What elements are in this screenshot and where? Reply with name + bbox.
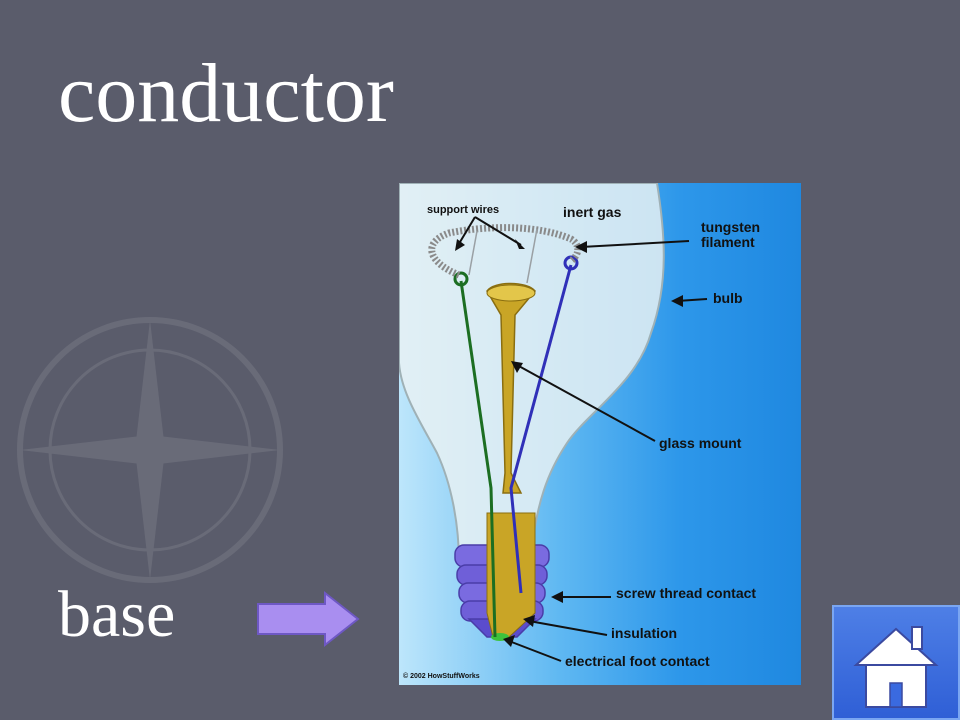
home-button[interactable] <box>832 605 960 720</box>
right-arrow-icon[interactable] <box>255 590 361 648</box>
label-electrical-foot-contact: electrical foot contact <box>565 653 710 669</box>
copyright-text: © 2002 HowStuffWorks <box>403 673 480 680</box>
label-bulb: bulb <box>713 290 743 306</box>
label-screw-thread-contact: screw thread contact <box>616 585 757 601</box>
slide-title: conductor <box>58 47 394 140</box>
home-icon <box>853 626 939 708</box>
label-glass-mount: glass mount <box>659 435 742 451</box>
answer-text: base <box>58 578 176 651</box>
compass-watermark-icon <box>17 317 283 583</box>
label-filament: filament <box>701 234 755 250</box>
label-tungsten: tungsten <box>701 219 761 235</box>
light-bulb-diagram: support wires inert gas tungsten filamen… <box>399 183 801 685</box>
label-inert-gas: inert gas <box>563 204 622 220</box>
tungsten-filament-shape <box>428 224 582 279</box>
label-insulation: insulation <box>611 625 678 641</box>
label-support-wires: support wires <box>427 204 500 216</box>
